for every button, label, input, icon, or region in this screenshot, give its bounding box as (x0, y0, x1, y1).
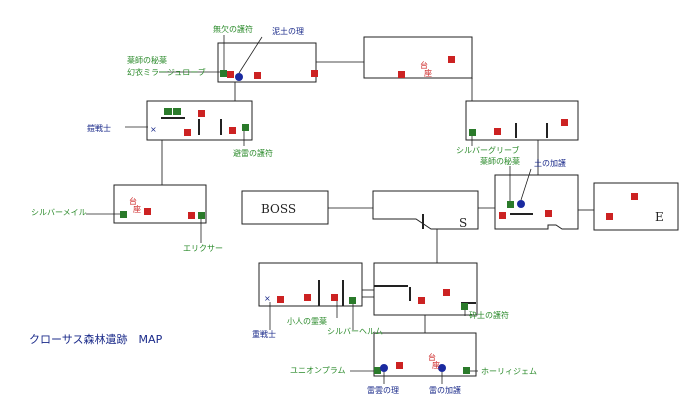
red-chest (418, 297, 425, 304)
label-genei: 幻衣ミラージュローブ (127, 67, 206, 77)
label-holy-gem: ホーリィジェム (481, 367, 537, 376)
altar-char: 台 (420, 60, 428, 70)
red-chest (398, 71, 405, 78)
green-chest (374, 367, 381, 374)
room-right (494, 174, 579, 230)
room-bottom (373, 332, 477, 377)
label-saido: 砕土の護符 (469, 310, 509, 320)
red-chest (494, 128, 501, 135)
label-yakushi-2: 薬師の秘薬 (480, 156, 520, 166)
red-chest (198, 110, 205, 117)
green-chest (349, 297, 356, 304)
red-chest (545, 210, 552, 217)
red-chest (606, 213, 613, 220)
label-deido: 泥土の理 (272, 26, 304, 36)
red-chest (304, 294, 311, 301)
corridors (161, 61, 594, 333)
green-chest (173, 108, 181, 115)
altar-char: 座 (432, 360, 440, 370)
room-end (593, 182, 679, 231)
leader-lines (86, 35, 532, 384)
altar-char: 座 (424, 68, 432, 78)
blue-orb (380, 364, 388, 372)
red-chest (631, 193, 638, 200)
label-elixir: エリクサー (183, 244, 223, 253)
altar: 台 座 (129, 196, 141, 214)
end-label: E (655, 210, 664, 224)
label-silver-helm: シルバーヘルム (327, 327, 383, 336)
label-raiun: 雷雲の理 (367, 386, 399, 395)
green-chest (461, 303, 468, 310)
blue-orb (517, 200, 525, 208)
rooms (113, 36, 679, 377)
green-chest (242, 124, 249, 131)
leader-line (238, 36, 263, 74)
boss-label: BOSS (261, 202, 296, 216)
room-lower-right (373, 262, 478, 316)
red-chest (144, 208, 151, 215)
red-chest (561, 119, 568, 126)
map-title: クローサス森林遺跡 MAP (29, 332, 163, 346)
green-chest (198, 212, 205, 219)
green-chest (469, 129, 476, 136)
inner-walls (161, 117, 548, 306)
green-chest (507, 201, 514, 208)
blue-orbs (235, 73, 525, 372)
enemy-cross: × (264, 294, 271, 303)
green-chest (120, 211, 127, 218)
label-tsuchi-kago: 土の加護 (534, 158, 566, 168)
altar-char: 座 (133, 204, 141, 214)
label-silver-glove: シルバーグリーブ (456, 145, 520, 155)
room-start (372, 190, 479, 230)
blue-orb (235, 73, 243, 81)
label-kobito: 小人の霊薬 (287, 316, 327, 326)
red-chest (443, 289, 450, 296)
label-mukyu: 無欠の護符 (213, 24, 253, 34)
altar: 台 座 (428, 352, 440, 370)
label-union-plum: ユニオンプラム (290, 366, 346, 375)
red-chest (499, 212, 506, 219)
start-label: S (459, 216, 467, 230)
red-chest (311, 70, 318, 77)
leader-line (520, 168, 532, 201)
red-chest (331, 294, 338, 301)
red-chest (448, 56, 455, 63)
altar-char: 台 (129, 196, 137, 206)
altar: 台 座 (420, 60, 432, 78)
blue-orb (438, 364, 446, 372)
label-jusenshi: 重戦士 (252, 329, 276, 339)
red-chest (396, 362, 403, 369)
room-boss (241, 190, 329, 225)
altar-char: 台 (428, 352, 436, 362)
room-top-right (363, 36, 473, 79)
room-upper-right (465, 100, 579, 141)
green-chests (120, 70, 514, 374)
red-chest (188, 212, 195, 219)
label-kaminari-kago: 雷の加護 (429, 385, 461, 395)
label-hirai: 避雷の護符 (233, 148, 273, 158)
green-chest (463, 367, 470, 374)
label-yosenshi: 鎧戦士 (87, 123, 111, 133)
green-chest (164, 108, 172, 115)
red-chest (184, 129, 191, 136)
label-silver-mail: シルバーメイル (31, 208, 87, 217)
red-chests (144, 56, 638, 369)
green-chest (220, 70, 227, 77)
enemy-cross: × (150, 125, 157, 134)
red-chest (277, 296, 284, 303)
room-top-left (217, 42, 317, 83)
room-left (113, 184, 207, 224)
red-chest (229, 127, 236, 134)
red-chest (254, 72, 261, 79)
label-yakushi-1: 薬師の秘薬 (127, 55, 167, 65)
red-chest (227, 71, 234, 78)
